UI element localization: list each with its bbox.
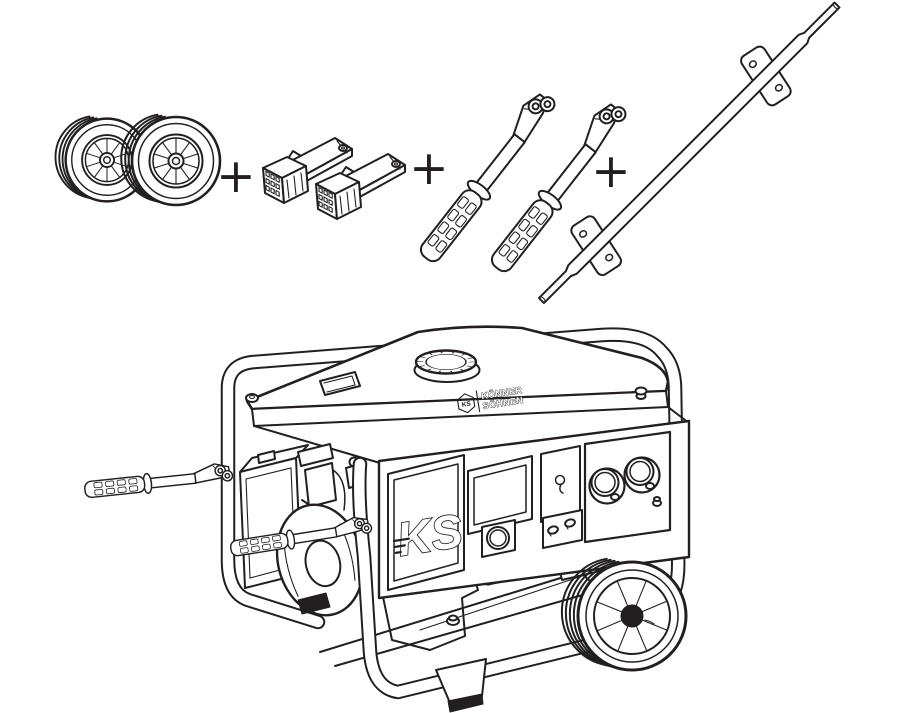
power-socket-1[interactable] [588, 467, 626, 505]
fuel-gauge [319, 371, 361, 396]
frame-tube-front [351, 456, 663, 700]
voltmeter-display [467, 455, 533, 535]
rubber-foot-front [435, 658, 487, 713]
rubber-foot-left [297, 592, 331, 615]
plus-separator-2: + [409, 141, 448, 196]
outlet-panel [583, 430, 672, 544]
rubber-feet-brackets-illustration [262, 137, 406, 220]
generator-illustration: KS KÖNNER SÖHNEN [82, 325, 691, 713]
mounted-wheel [560, 557, 688, 672]
terminal-panel[interactable] [542, 509, 583, 549]
fuel-cap [413, 349, 481, 383]
power-socket-2[interactable] [623, 456, 661, 494]
front-wheel-icon [119, 113, 222, 207]
starter-button[interactable] [481, 519, 516, 558]
axle-rod-illustration [537, 1, 841, 305]
mounted-handle-upper[interactable] [82, 461, 235, 501]
wheel-pair-illustration [54, 113, 222, 207]
frame-bolt-right [634, 386, 648, 400]
panel-ks-emblem: KS [393, 503, 466, 566]
frame-tube-rear [220, 327, 686, 630]
ks-emblem-icon [456, 393, 476, 414]
control-panel: KS [377, 419, 691, 600]
ks-emblem-text: KS [461, 400, 472, 408]
frame-bolt-left [245, 393, 259, 403]
ks-logo-hatch [392, 537, 410, 554]
ks-logo-panel: KS [387, 454, 467, 591]
wheel-hub [620, 604, 644, 628]
plus-separator-3: + [591, 144, 630, 199]
plus-separator-1: + [216, 149, 255, 204]
